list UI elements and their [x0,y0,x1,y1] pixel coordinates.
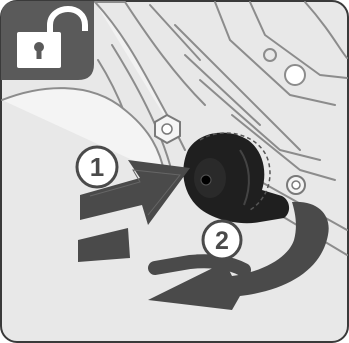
unlock-badge [1,1,94,80]
step-1-marker: 1 [77,147,117,187]
bolt-top [155,115,180,143]
step-1-number: 1 [90,152,104,182]
step-2-marker: 2 [203,221,241,259]
step-2-number: 2 [215,227,229,255]
bolt-right [287,176,305,194]
